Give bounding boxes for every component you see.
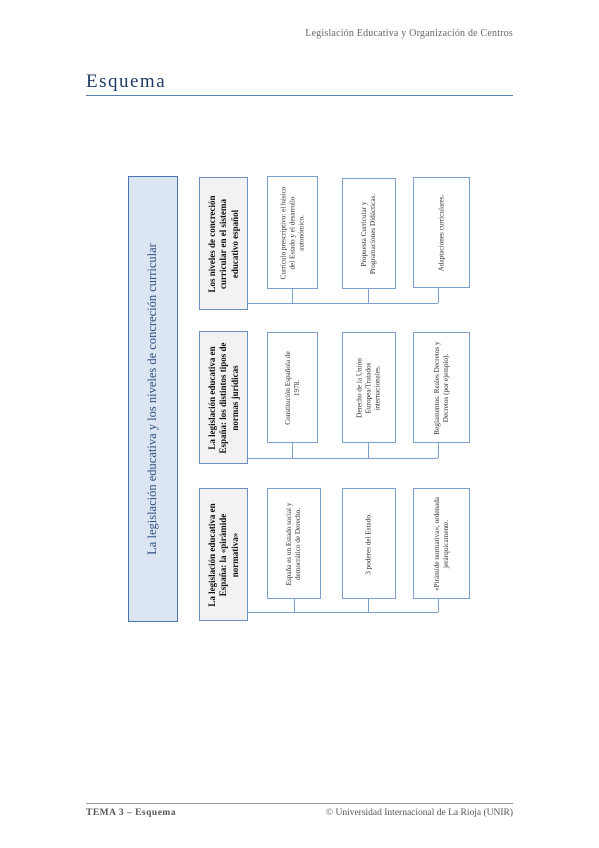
connector: [248, 458, 438, 460]
connector: [438, 288, 440, 303]
branch-box-tipos-normas: La legislación educativa en España: los …: [199, 331, 248, 464]
branch-label-piramide: La legislación educativa en España: la «…: [206, 502, 240, 607]
running-header: Legislación Educativa y Organización de …: [305, 28, 513, 39]
branch-box-niveles: Los niveles de concreción curricular en …: [199, 177, 248, 310]
section-title: Esquema: [86, 71, 167, 92]
connector: [292, 289, 294, 303]
main-topic-label: La legislación educativa y los niveles d…: [145, 243, 160, 555]
connector: [294, 599, 296, 612]
item-box-derecho-ue: Derecho de la Unión Europea/Tratados int…: [342, 332, 396, 443]
item-label: Derecho de la Unión Europea/Tratados int…: [355, 357, 382, 418]
connector: [292, 443, 294, 458]
footer-copyright: © Universidad Internacional de La Rioja …: [325, 808, 513, 818]
item-label: España es un Estado social y democrático…: [285, 502, 302, 585]
connector: [368, 289, 370, 303]
title-underline: [86, 95, 513, 96]
branch-box-piramide: La legislación educativa en España: la «…: [199, 488, 248, 621]
item-box-propuesta: Propuesta Curricular y Programaciones Di…: [342, 178, 396, 289]
connector: [248, 303, 438, 305]
item-box-curriculo: Currículo prescriptivo: el básico del Es…: [267, 176, 318, 289]
connector: [438, 599, 440, 612]
item-box-reglamentos: Reglamentos: Reales Decretos y Decretos …: [413, 332, 470, 443]
item-label: Reglamentos: Reales Decretos y Decretos …: [432, 340, 450, 435]
item-label: Currículo prescriptivo: el básico del Es…: [279, 186, 305, 279]
connector: [248, 612, 438, 614]
item-box-constitucion: Constitución Española de 1978.: [267, 332, 318, 443]
connector: [368, 599, 370, 612]
connector: [368, 443, 370, 458]
main-topic-box: La legislación educativa y los niveles d…: [128, 176, 178, 622]
item-box-estado-social: España es un Estado social y democrático…: [267, 488, 321, 599]
item-label: «Pirámide normativa», ordenada jerárquic…: [432, 496, 450, 591]
footer-rule: [86, 803, 513, 804]
branch-label-niveles: Los niveles de concreción curricular en …: [206, 194, 240, 293]
item-box-piramide-normativa: «Pirámide normativa», ordenada jerárquic…: [413, 488, 470, 599]
connector: [438, 443, 440, 458]
item-label: Constitución Española de 1978.: [283, 350, 301, 425]
item-box-poderes: 3 poderes del Estado.: [342, 488, 396, 599]
footer-topic: TEMA 3 – Esquema: [86, 808, 177, 818]
item-box-adaptaciones: Adaptaciones curriculares.: [413, 177, 470, 288]
item-label: Propuesta Curricular y Programaciones Di…: [360, 193, 377, 274]
item-label: Adaptaciones curriculares.: [437, 194, 445, 271]
branch-label-tipos-normas: La legislación educativa en España: los …: [206, 341, 240, 454]
item-label: 3 poderes del Estado.: [364, 512, 373, 575]
